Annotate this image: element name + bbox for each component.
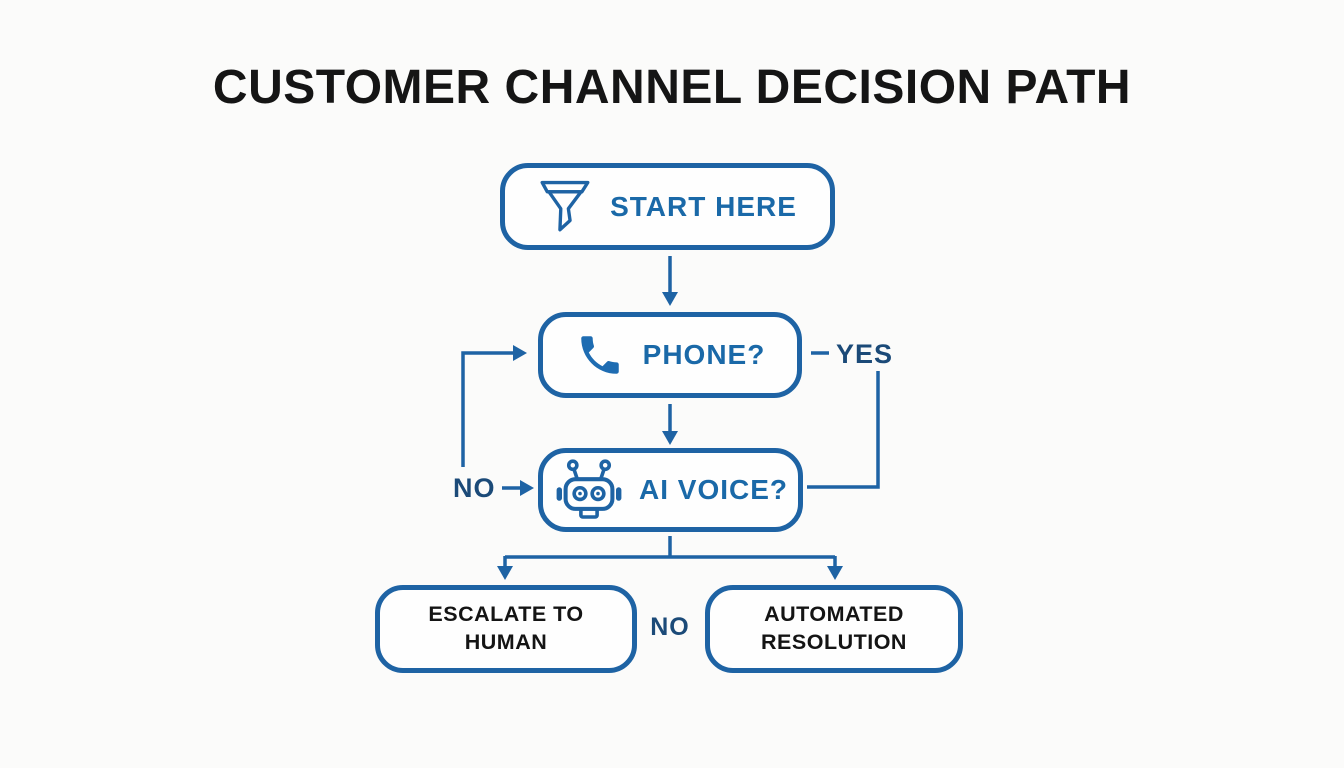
phone-icon [575,330,625,380]
robot-icon [553,457,625,523]
node-start-here: START HERE [500,163,835,250]
edge-label-yes: YES [836,339,894,369]
node-label: ESCALATE TO HUMAN [428,602,584,654]
edge-label-no-loop: NO [453,473,496,503]
edge-label-no-bottom: NO [650,613,690,641]
node-label: START HERE [610,190,797,222]
node-escalate-to-human: ESCALATE TO HUMAN [375,585,637,673]
node-label: AI VOICE? [638,474,788,505]
node-label: AUTOMATED RESOLUTION [761,602,907,654]
node-ai-voice-question: AI VOICE? [538,448,803,532]
funnel-icon [538,178,592,236]
diagram-title: CUSTOMER CHANNEL DECISION PATH [212,61,1132,114]
node-label: PHONE? [642,339,766,370]
node-phone-question: PHONE? [538,312,802,398]
node-automated-resolution: AUTOMATED RESOLUTION [705,585,963,673]
